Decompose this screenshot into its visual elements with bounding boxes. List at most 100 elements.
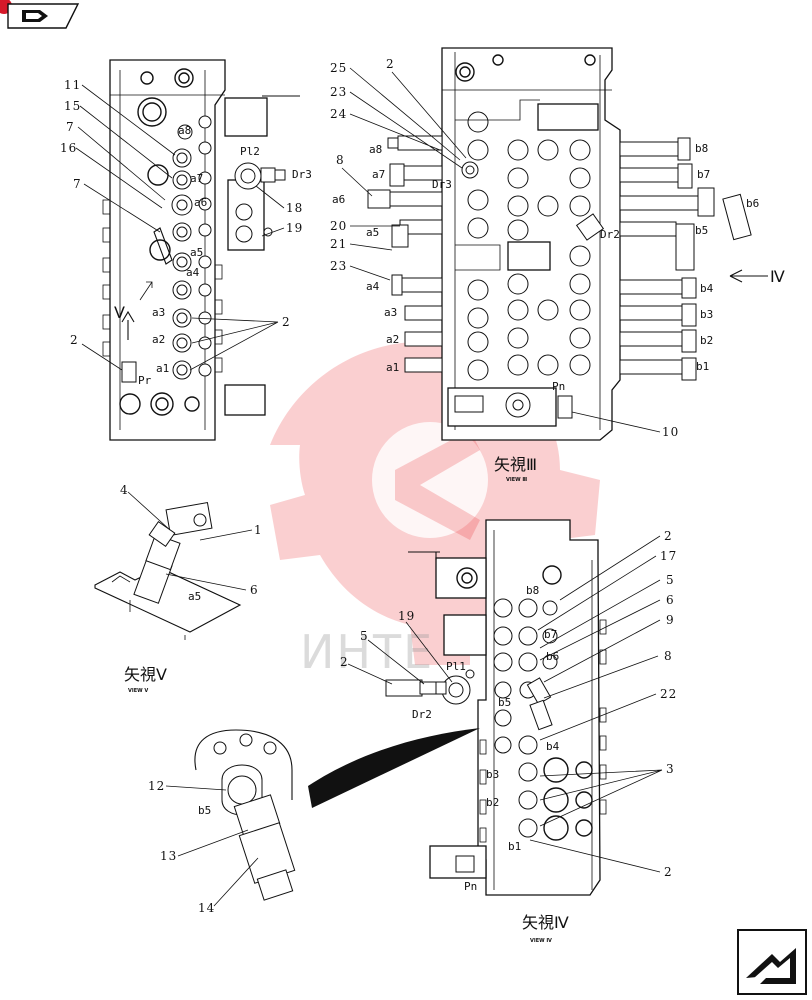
view-3-valve: [367, 47, 768, 441]
detail-b5: 12 13 14 b5: [148, 729, 296, 915]
v3-dr3: Dr3: [432, 178, 452, 191]
callout-2b: 2: [282, 315, 291, 329]
detail-callout-12: 12: [148, 779, 165, 793]
v3-port-a1: a1: [386, 361, 399, 374]
v3-port-a7: a7: [372, 168, 385, 181]
view-5-detail: 4 1 6 a5 矢視Ⅴ VIEW V: [94, 483, 263, 694]
v5-callout-1: 1: [254, 523, 263, 537]
callout-21: 21: [330, 237, 347, 251]
callout-20: 20: [330, 219, 347, 233]
callout-11: 11: [64, 78, 81, 92]
watermark-text: ИНТЕ: [300, 625, 434, 679]
view3-b-fittings: [619, 137, 752, 381]
detail-port-b5: b5: [198, 804, 211, 817]
callout-18: 18: [286, 201, 303, 215]
callout-7b: 7: [73, 177, 82, 191]
view-4-sub: VIEW Ⅳ: [530, 938, 552, 944]
port-a1: a1: [156, 362, 169, 375]
port-dr3: Dr3: [292, 168, 312, 181]
v4-callout-2: 2: [664, 529, 673, 543]
detail-pointer-arrow: [308, 728, 480, 808]
port-a8: a8: [178, 124, 191, 137]
port-a2: a2: [152, 333, 165, 346]
v3-port-a8: a8: [369, 143, 382, 156]
v4-port-b7: b7: [544, 628, 557, 641]
v4-callout-5: 5: [666, 573, 675, 587]
v4-port-b3: b3: [486, 768, 499, 781]
v4-port-b8: b8: [526, 584, 539, 597]
view-5-sub: VIEW V: [128, 688, 148, 694]
v4-callout-8: 8: [664, 649, 673, 663]
callout-23: 23: [330, 85, 347, 99]
v4-callout-2b: 2: [664, 865, 673, 879]
callout-25: 25: [330, 61, 347, 75]
callout-23b: 23: [330, 259, 347, 273]
v3-port-b6: b6: [746, 197, 759, 210]
next-page-button[interactable]: [736, 928, 808, 996]
left-valve-view: [102, 59, 300, 441]
port-a4: a4: [186, 266, 200, 279]
v4-callout-5b: 5: [360, 629, 369, 643]
view-arrow-iv: Ⅳ: [770, 267, 785, 286]
callout-19: 19: [286, 221, 303, 235]
v5-callout-4: 4: [120, 483, 129, 497]
callout-7: 7: [66, 120, 75, 134]
v3-port-a3: a3: [384, 306, 397, 319]
v4-port-dr2: Dr2: [412, 708, 432, 721]
callout-10: 10: [662, 425, 679, 439]
v3-pn: Pn: [552, 380, 565, 393]
view-arrow-v: V: [114, 303, 125, 322]
view-3-sub: VIEW Ⅲ: [506, 477, 527, 483]
view3-a-fittings: [367, 135, 443, 373]
view-3-caption: 矢視Ⅲ: [494, 455, 537, 474]
callout-16: 16: [60, 141, 77, 155]
v3-port-b8: b8: [695, 142, 708, 155]
v4-callout-17: 17: [660, 549, 677, 563]
v3-port-b3: b3: [700, 308, 713, 321]
v4-callout-3: 3: [666, 762, 675, 776]
v4-port-b2: b2: [486, 796, 499, 809]
port-a5: a5: [190, 246, 203, 259]
v4-callout-2c: 2: [340, 655, 349, 669]
back-arrow-icon: [22, 10, 48, 22]
callout-15: 15: [64, 99, 81, 113]
v3-dr2: Dr2: [600, 228, 620, 241]
v3-port-a2: a2: [386, 333, 399, 346]
v5-port-a5: a5: [188, 590, 201, 603]
v4-port-b6: b6: [546, 650, 559, 663]
v4-port-b5: b5: [498, 696, 511, 709]
v4-callout-22: 22: [660, 687, 677, 701]
v3-port-b2: b2: [700, 334, 713, 347]
view-4-caption: 矢視Ⅳ: [522, 913, 569, 932]
port-a3: a3: [152, 306, 165, 319]
callout-24: 24: [330, 107, 347, 121]
callout-8: 8: [336, 153, 345, 167]
detail-callout-14: 14: [198, 901, 215, 915]
v3-port-b1: b1: [696, 360, 709, 373]
port-pl2: Pl2: [240, 145, 260, 158]
v4-port-pn: Pn: [464, 880, 477, 893]
callout-2: 2: [70, 333, 79, 347]
port-a7: a7: [190, 172, 203, 185]
v3-port-b4: b4: [700, 282, 714, 295]
v5-callout-6: 6: [250, 583, 259, 597]
v4-port-b4: b4: [546, 740, 560, 753]
view-4-valve: [385, 519, 607, 896]
view-5-caption: 矢視Ⅴ: [124, 665, 167, 684]
v3-port-a6: a6: [332, 193, 345, 206]
v4-callout-19: 19: [398, 609, 415, 623]
detail-callout-13: 13: [160, 849, 177, 863]
next-page-arrow-icon: [746, 948, 796, 984]
v3-port-b7: b7: [697, 168, 710, 181]
v3-port-b5: b5: [695, 224, 708, 237]
v4-port-pl1: Pl1: [446, 660, 466, 673]
v4-callout-9: 9: [666, 613, 675, 627]
port-pr: Pr: [138, 374, 152, 387]
v4-callout-6: 6: [666, 593, 675, 607]
port-a6: a6: [194, 196, 207, 209]
v3-port-a4: a4: [366, 280, 380, 293]
v3-port-a5: a5: [366, 226, 379, 239]
callout-2-top: 2: [386, 57, 395, 71]
back-button[interactable]: [0, 0, 80, 32]
